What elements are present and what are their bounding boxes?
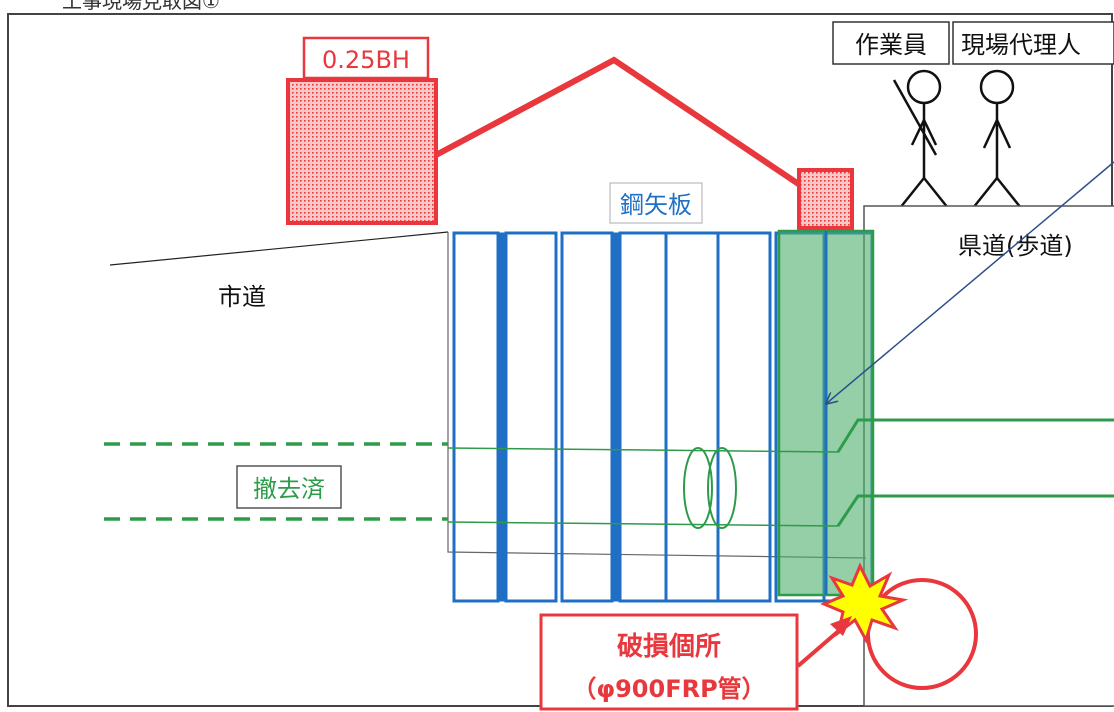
city-road-edge (109, 231, 449, 266)
pipe-joint (707, 447, 737, 529)
removed-label-box (236, 465, 342, 509)
pref-road-box (863, 205, 1114, 707)
site-agent-label: 現場代理人 (961, 31, 1081, 59)
pointer-arrow (827, 161, 1114, 403)
excavator-label: 0.25BH (322, 46, 410, 74)
sheet-pile-label: 鋼矢板 (620, 191, 692, 219)
sheet-pile (452, 231, 500, 603)
excavation-outline (447, 232, 867, 559)
pipe-joint (683, 447, 713, 529)
sheet-pile (560, 231, 614, 603)
sheet-pile (664, 231, 720, 603)
site-agent-label-box (952, 21, 1114, 65)
sheet-pile-label-box (609, 182, 703, 224)
removed-label: 撤去済 (253, 475, 325, 503)
excavator: 0.25BH (286, 36, 854, 230)
excavator-label-box (302, 36, 430, 80)
sheet-pile (716, 231, 772, 603)
sheet-pile (504, 231, 558, 603)
removed-pipe (104, 418, 1114, 529)
header-title: 工事現場見取図① (62, 0, 220, 13)
site-agent-figure: 現場代理人 (952, 21, 1114, 209)
pref-road-label: 県道(歩道) (958, 232, 1073, 260)
excavator-body (286, 78, 438, 225)
worker-figure: 作業員 (832, 21, 950, 209)
damage-label-line1: 破損個所 (617, 632, 721, 662)
excavator-bucket (797, 168, 854, 230)
worker-label: 作業員 (855, 31, 927, 59)
city-road-label: 市道 (218, 283, 266, 311)
damage-label-line2: （φ900FRP管） (572, 675, 765, 703)
damage-callout-arrow (796, 626, 844, 668)
damage-callout-arrowhead (830, 616, 852, 636)
excavator-arm (434, 56, 802, 188)
sheet-pile-wall (452, 231, 874, 603)
damage-callout-box (539, 613, 799, 711)
worker-label-box (832, 21, 950, 65)
sheet-pile (618, 231, 668, 603)
